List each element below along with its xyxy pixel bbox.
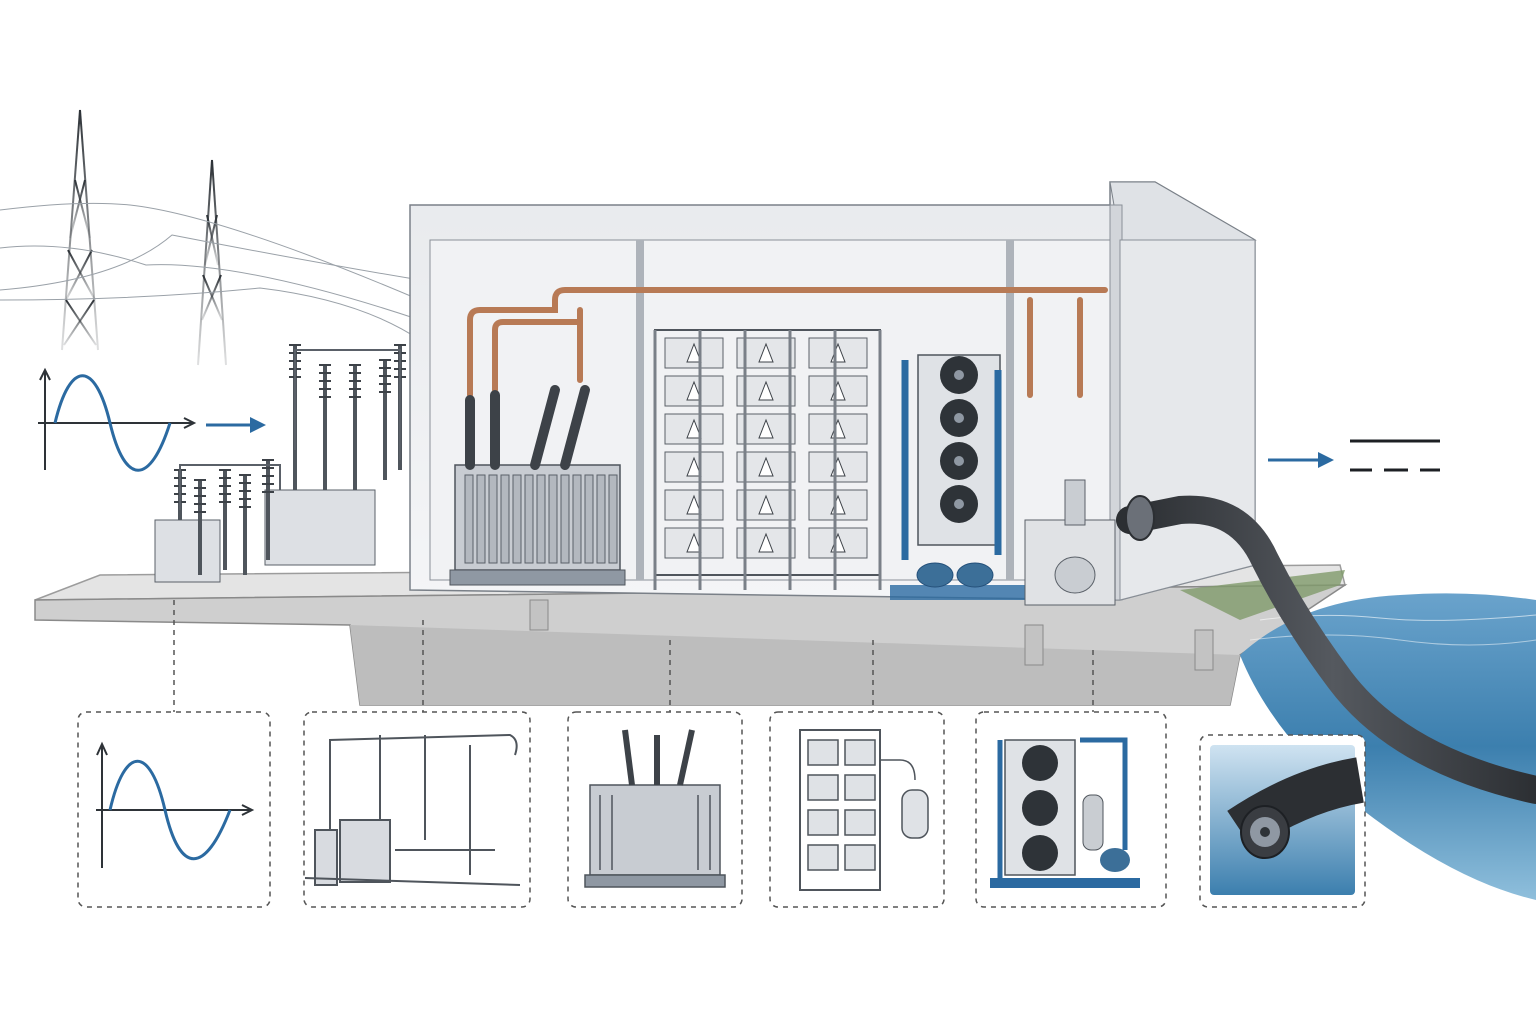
input-arrow-icon <box>206 417 266 433</box>
transmission-tower-right <box>163 159 261 366</box>
dc-equipment <box>1024 479 1116 606</box>
fan-hub <box>954 499 964 509</box>
thyristor-symbol <box>686 380 702 401</box>
card-ac-switchyard <box>303 711 531 908</box>
thyristor-symbol <box>758 418 774 439</box>
radiator-fin <box>500 474 510 564</box>
component-cards <box>77 711 1366 908</box>
output-arrow-icon <box>1268 452 1334 468</box>
fan-hub <box>954 413 964 423</box>
fan-hub <box>954 370 964 380</box>
radiator-fin <box>584 474 594 564</box>
card-cooling-system <box>975 711 1167 908</box>
radiator-fin <box>608 474 618 564</box>
transmission-tower-left <box>17 109 147 351</box>
radiator-fin <box>548 474 558 564</box>
copper-busbars <box>467 287 1108 398</box>
transmission-towers <box>17 109 261 366</box>
ac-waveform-symbol <box>38 367 197 472</box>
power-lines <box>0 202 421 341</box>
radiator-fin <box>464 474 474 564</box>
thyristor-symbol <box>758 456 774 477</box>
thyristor-symbol <box>686 532 702 553</box>
radiator-fin <box>596 474 606 564</box>
card-thyristor-valve-hall <box>769 711 945 908</box>
thyristor-symbol <box>758 532 774 553</box>
fan-hub <box>954 456 964 466</box>
dc-symbol-icon <box>1350 439 1440 472</box>
thyristor-symbol <box>686 456 702 477</box>
thyristor-symbol <box>686 342 702 363</box>
thyristor-valve-stack <box>653 329 882 590</box>
card-ac-grid <box>77 711 271 908</box>
submarine-cable-icon <box>1227 757 1365 859</box>
leader-lines <box>173 600 1094 712</box>
cooling-unit-icon <box>990 737 1140 888</box>
transformer-icon <box>584 729 726 888</box>
ac-switchyard <box>154 344 406 583</box>
ac-sine-wave-icon <box>96 741 255 868</box>
converter-transformer <box>449 385 626 586</box>
hvdc-cable <box>1116 495 1536 804</box>
radiator-fin <box>488 474 498 564</box>
card-converter-transformer <box>567 711 743 908</box>
thyristor-symbol <box>758 494 774 515</box>
thyristor-symbol <box>686 418 702 439</box>
valve-stack-icon <box>799 729 929 891</box>
radiator-fin <box>512 474 522 564</box>
thyristor-symbol <box>686 494 702 515</box>
cooling-system <box>890 354 1025 600</box>
card-hvdc-cable <box>1199 734 1366 908</box>
radiator-fin <box>560 474 570 564</box>
transformer-bushing <box>560 385 590 470</box>
thyristor-symbol <box>758 380 774 401</box>
radiator-fin <box>536 474 546 564</box>
radiator-fin <box>476 474 486 564</box>
thyristor-symbol <box>758 342 774 363</box>
switchyard-icon <box>304 733 521 886</box>
transformer-bushing <box>530 385 560 470</box>
radiator-fin <box>572 474 582 564</box>
radiator-fin <box>524 474 534 564</box>
